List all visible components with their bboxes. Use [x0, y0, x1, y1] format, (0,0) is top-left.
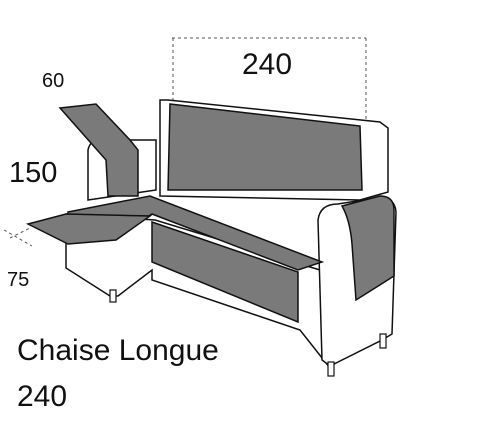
caption-title: Chaise Longue — [17, 334, 219, 367]
dimension-seat-depth-label: 150 — [9, 157, 58, 189]
sofa-leg-left — [109, 289, 117, 303]
front-skirt-cover — [151, 220, 299, 324]
caption-size: 240 — [17, 380, 68, 413]
right-arm-cover — [340, 195, 395, 302]
dimension-width-label: 240 — [242, 48, 293, 81]
dimension-chaise-label: 75 — [7, 269, 30, 291]
top-dimension-lines — [172, 37, 367, 124]
back-cover — [167, 103, 363, 191]
chaise-flap-cover — [25, 213, 153, 245]
left-arm-flap-cover — [58, 103, 139, 197]
chaise-dimension-lines — [3, 227, 33, 247]
sofa-leg-right — [327, 361, 335, 377]
dimension-armrest-label: 60 — [42, 70, 65, 92]
sofa-leg-back — [379, 333, 387, 349]
